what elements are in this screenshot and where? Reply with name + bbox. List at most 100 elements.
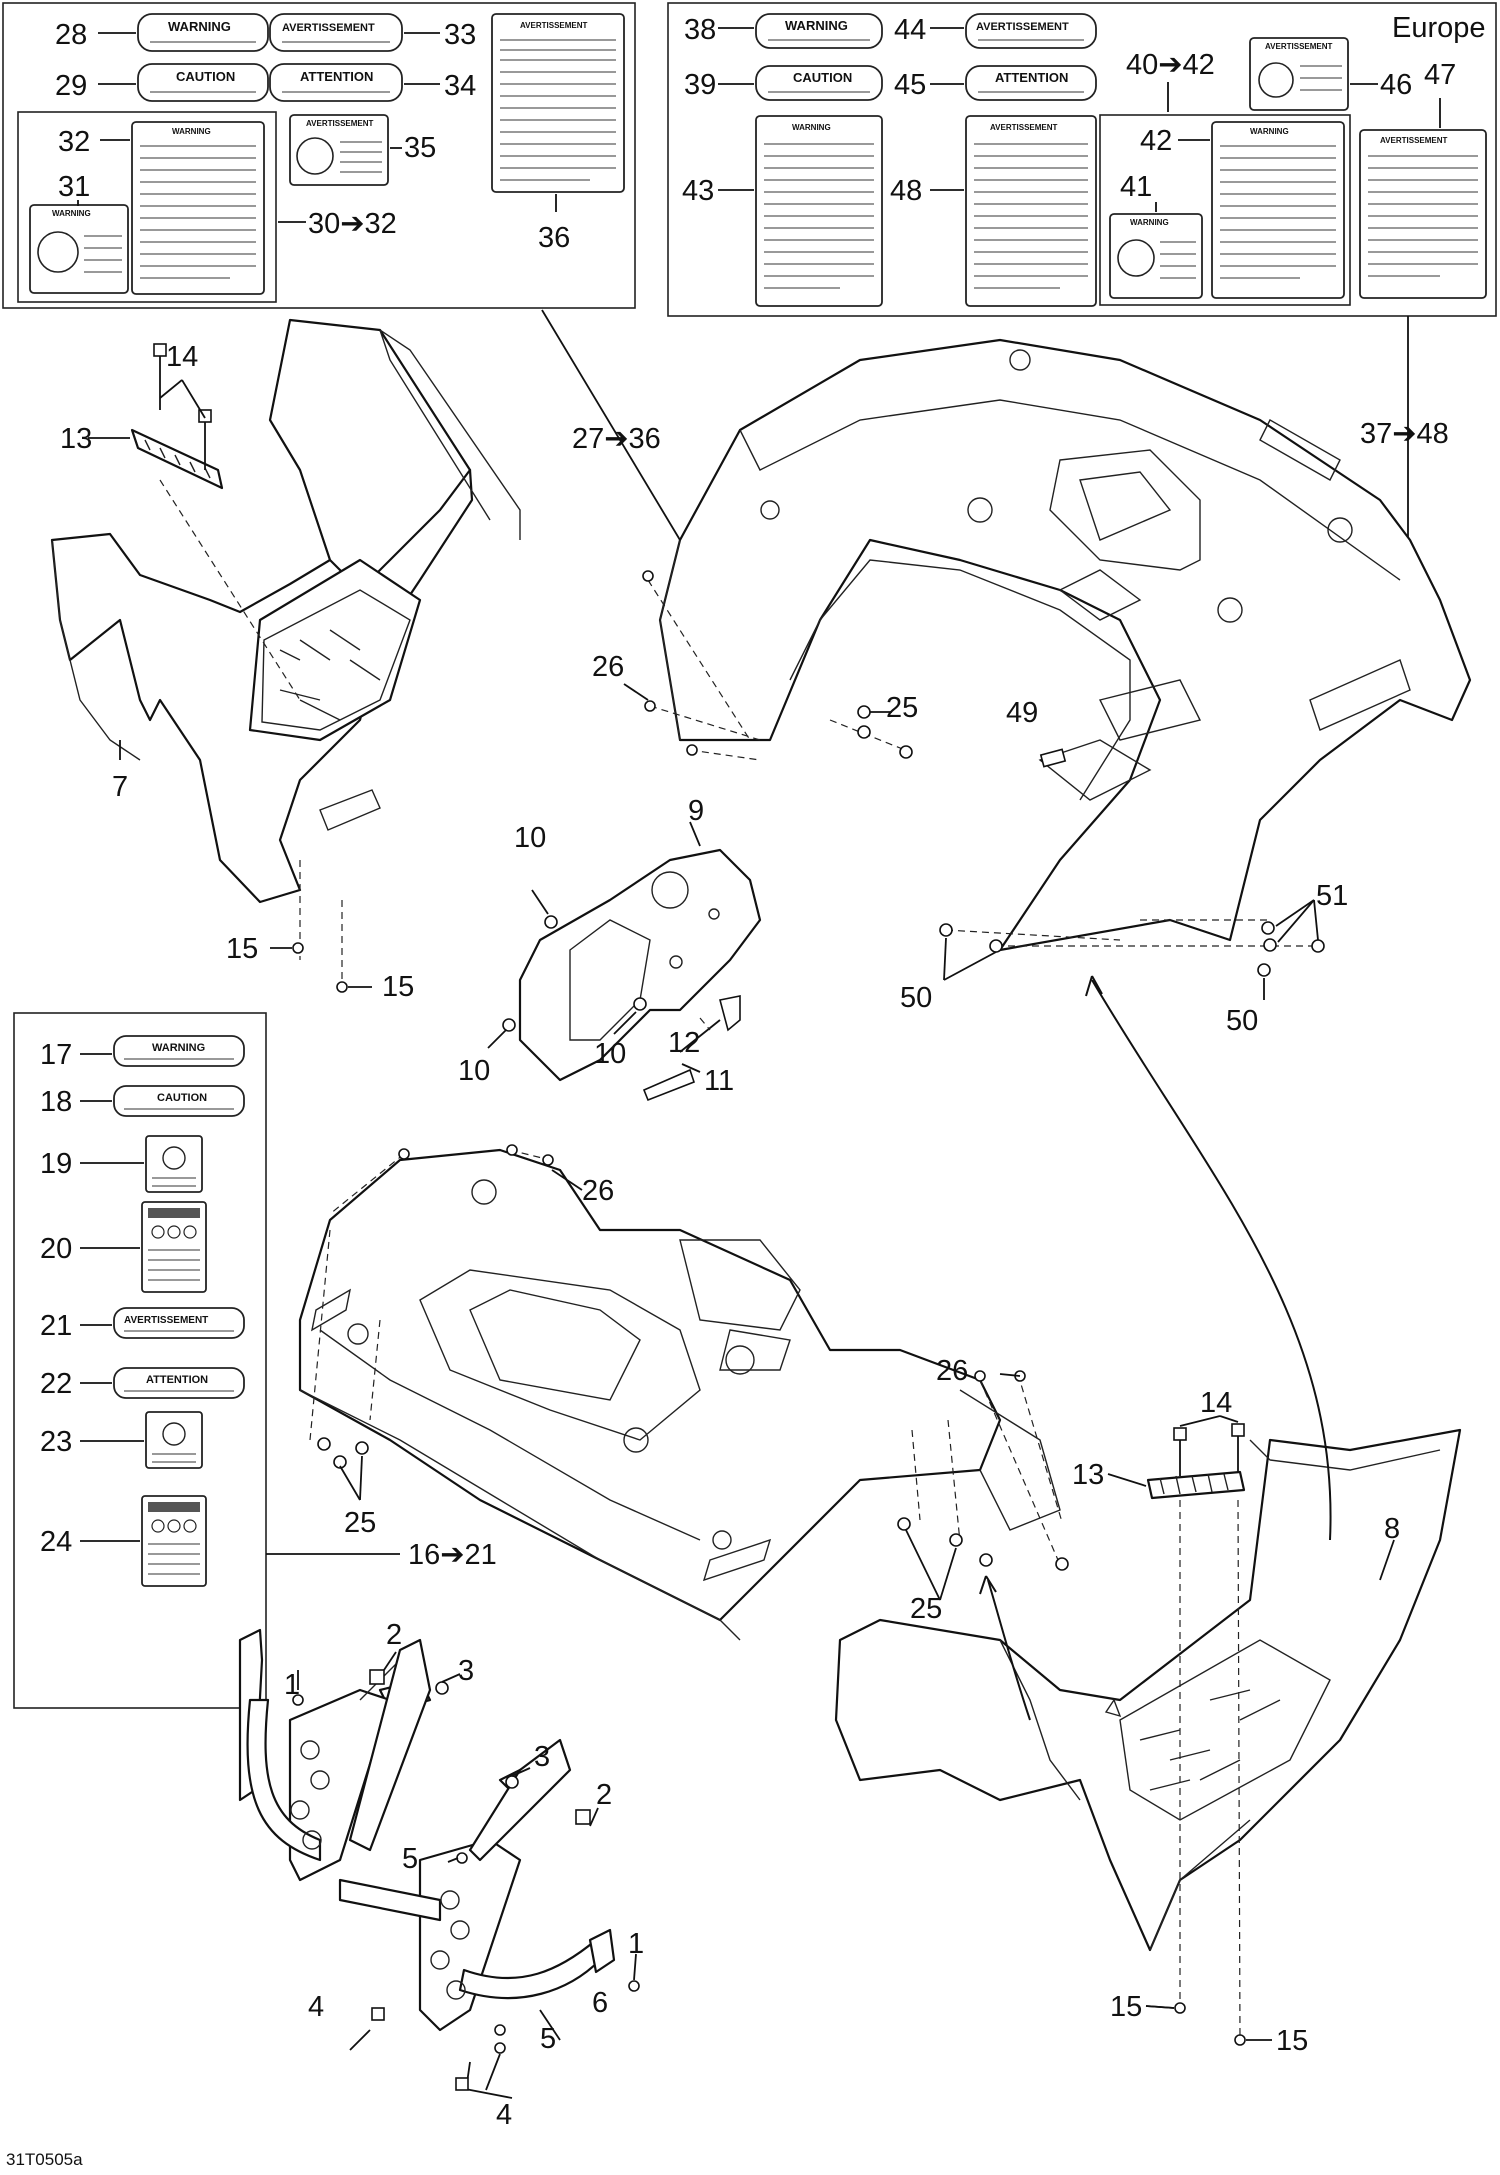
callout-46: 46 [1380,69,1412,101]
callout-40-42: 40➔42 [1126,49,1215,81]
decal-44-title: AVERTISSEMENT [976,21,1069,33]
decal-28: WARNING [137,13,269,52]
decal-18-title: CAUTION [157,1092,207,1104]
decal-38: WARNING [755,13,883,49]
callout-26-rear: 26 [592,651,624,683]
decal-22-title: ATTENTION [146,1374,208,1386]
callout-38: 38 [684,14,716,46]
decal-33: AVERTISSEMENT [269,13,403,52]
callouts-bound: 26 25 26 [592,651,624,683]
callout-11: 11 [704,1065,734,1097]
decal-48-text-lines [974,143,1088,289]
decal-45-title: ATTENTION [995,70,1068,85]
callout-8: 8 [1384,1513,1400,1545]
callout-10-a: 10 [514,822,546,854]
callout-10-b: 10 [458,1055,490,1087]
decal-31-title: WARNING [52,209,91,218]
decal-21: AVERTISSEMENT [113,1307,245,1339]
decal-34: ATTENTION [269,63,403,102]
num-15-c: 15 [1110,1991,1142,2023]
decal-24 [141,1495,207,1587]
callout-28: 28 [55,19,87,51]
callout-5-a: 5 [402,1843,418,1875]
decal-33-title: AVERTISSEMENT [282,22,375,34]
decal-46: AVERTISSEMENT [1249,37,1349,111]
decal-32-title: WARNING [172,127,211,136]
decal-43: WARNING [755,115,883,307]
callout-2-a: 2 [386,1619,402,1651]
decal-22: ATTENTION [113,1367,245,1399]
num-20: 20 [40,1233,72,1265]
bracket-9 [487,821,762,1102]
decal-29: CAUTION [137,63,269,102]
decal-21-title: AVERTISSEMENT [124,1315,208,1326]
callout-1-a: 1 [284,1669,300,1701]
num-49: 49 [1006,697,1038,729]
decal-41-title: WARNING [1130,218,1169,227]
decal-36-title: AVERTISSEMENT [520,21,588,30]
num-50-a: 50 [900,982,932,1014]
callout-42: 42 [1140,125,1172,157]
decal-48-title: AVERTISSEMENT [990,123,1058,132]
num-25-right: 25 [910,1593,942,1625]
callout-13-left: 13 [60,423,92,455]
num-22: 22 [40,1368,72,1400]
callout-16-21: 16➔21 [408,1539,497,1571]
num-41: 41 [1120,171,1152,203]
callout-15-b: 15 [382,971,414,1003]
callout-3-a: 3 [458,1655,474,1687]
callout-27-36: 27➔36 [572,423,661,455]
decal-46-title: AVERTISSEMENT [1265,42,1333,51]
assembly-arrows [979,975,1332,2009]
decal-42: WARNING [1211,121,1345,299]
callout-numbers: 28 29 33 34 35 36 32 31 30➔32 38 39 43 4… [40,14,1456,2131]
decal-17-title: WARNING [152,1042,205,1054]
callout-44: 44 [894,14,926,46]
callout-3-b: 3 [534,1741,550,1773]
rear-fender-body [658,338,1472,952]
callout-15-a: 15 [226,933,258,965]
decal-18: CAUTION [113,1085,245,1117]
region-label: Europe [1392,12,1486,44]
decal-43-title: WARNING [792,123,831,132]
num-25-mid: 25 [344,1507,376,1539]
decal-47-title: AVERTISSEMENT [1380,136,1448,145]
callout-14-left: 14 [166,341,198,373]
num-24: 24 [40,1526,72,1558]
num-18: 18 [40,1086,72,1118]
fasteners-50-51 [939,899,1325,1000]
callout-34: 34 [444,70,476,102]
num-26-right: 26 [936,1355,968,1387]
decal-39: CAUTION [755,65,883,101]
decal-35: AVERTISSEMENT [289,114,389,186]
decal-47-text-lines [1368,155,1478,277]
decal-19 [145,1135,203,1193]
decal-34-title: ATTENTION [300,69,373,84]
callout-39: 39 [684,69,716,101]
fasteners-26-25-front [309,1144,1069,1601]
fasteners-26-25-top [623,570,913,761]
num-19: 19 [40,1148,72,1180]
callout-37-48: 37➔48 [1360,418,1449,450]
front-bumper-assembly [238,1628,640,2099]
callout-35: 35 [404,132,436,164]
decal-47: AVERTISSEMENT [1359,129,1487,299]
callout-30-32: 30➔32 [308,208,397,240]
callout-31: 31 [58,171,90,203]
bolts-14-right [1173,1415,1245,1476]
callout-10-c: 10 [594,1038,626,1070]
callout-45: 45 [894,69,926,101]
decal-41: WARNING [1109,213,1203,299]
callout-12: 12 [668,1027,700,1059]
num-50-b: 50 [1226,1005,1258,1037]
decal-42-text-lines [1220,145,1336,279]
num-23: 23 [40,1426,72,1458]
callout-32: 32 [58,126,90,158]
callout-14-right: 14 [1200,1387,1232,1419]
decal-kit-box-37-48-europe: Europe WARNING CAUTION AVERTISSEMENT ATT… [667,2,1497,540]
decal-31: WARNING [29,204,129,294]
num-51: 51 [1316,880,1348,912]
left-footwell-7 [50,318,521,993]
callout-33: 33 [444,19,476,51]
